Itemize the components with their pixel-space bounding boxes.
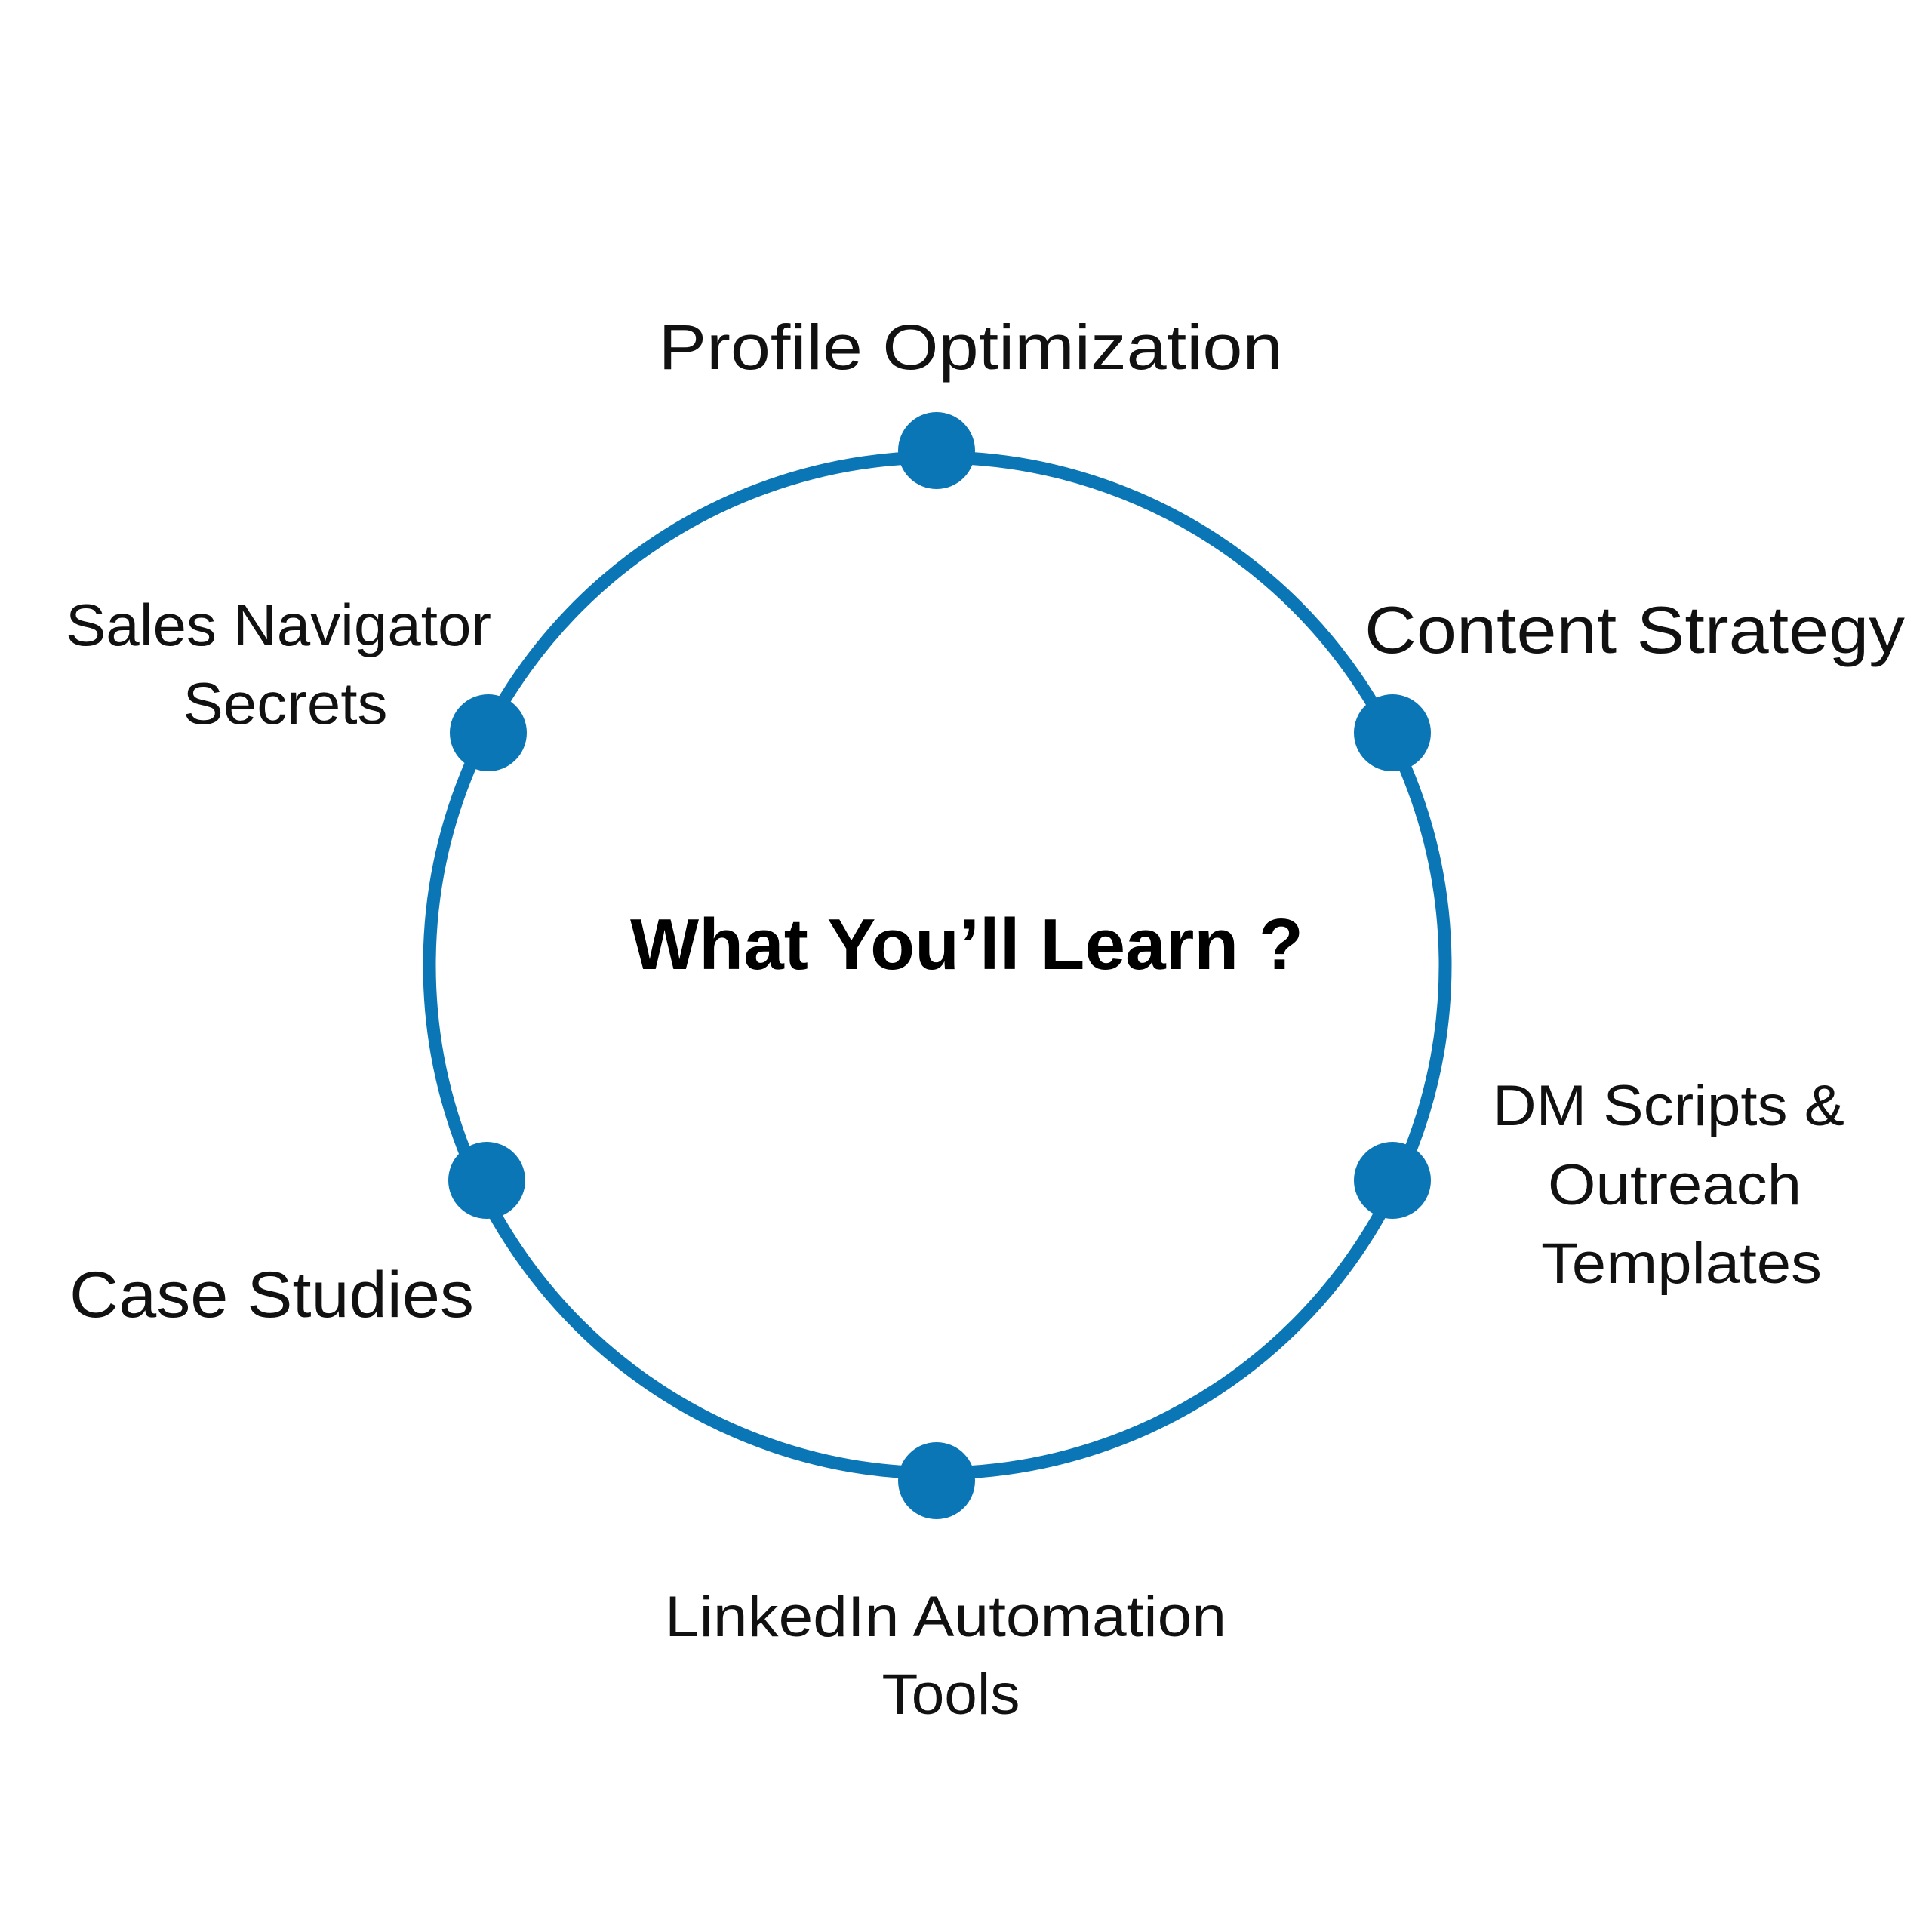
topic-label: Profile Optimization: [659, 312, 1283, 383]
node-sales-navigator[interactable]: [450, 694, 527, 771]
topic-profile-optimization[interactable]: Profile Optimization: [659, 312, 1283, 383]
topic-label-line: Secrets: [183, 670, 388, 737]
topic-case-studies[interactable]: Case Studies: [69, 1259, 474, 1331]
topic-label-line: DM Scripts &: [1493, 1074, 1844, 1138]
topic-label-line: Sales Navigator: [66, 592, 491, 658]
node-content-strategy[interactable]: [1354, 694, 1431, 771]
node-profile-optimization[interactable]: [898, 412, 975, 489]
topic-content-strategy[interactable]: Content Strategy: [1364, 592, 1905, 667]
topic-label-line: LinkedIn Automation: [665, 1585, 1226, 1649]
topic-linkedin-automation[interactable]: LinkedIn Automation Tools: [665, 1585, 1226, 1727]
diagram-title: What You’ll Learn ?: [630, 904, 1303, 985]
topic-label: Case Studies: [69, 1259, 474, 1331]
topic-sales-navigator[interactable]: Sales Navigator Secrets: [66, 592, 491, 737]
topic-label-line: Templates: [1541, 1232, 1822, 1296]
topic-dm-scripts[interactable]: DM Scripts & Outreach Templates: [1493, 1074, 1844, 1296]
node-dm-scripts[interactable]: [1354, 1142, 1431, 1219]
node-linkedin-automation[interactable]: [898, 1442, 975, 1519]
node-case-studies[interactable]: [448, 1142, 525, 1219]
topic-label: Content Strategy: [1364, 592, 1905, 667]
topic-label-line: Outreach: [1548, 1153, 1801, 1217]
topic-label-line: Tools: [882, 1663, 1020, 1727]
